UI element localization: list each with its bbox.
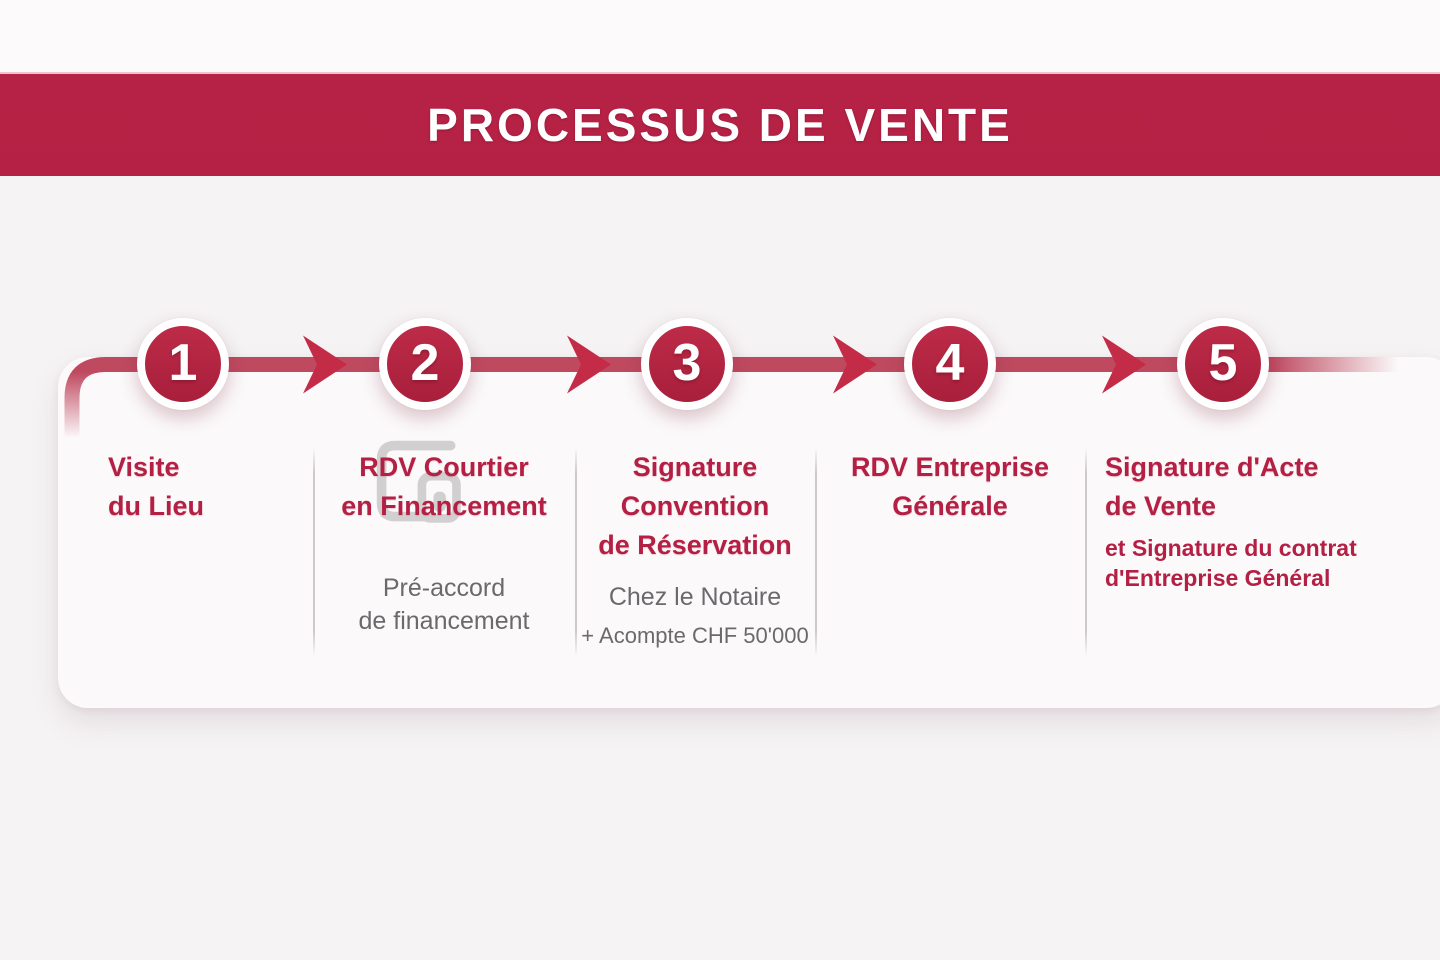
column-separator xyxy=(313,448,315,656)
step-subtitle-line: d'Entreprise Général xyxy=(1105,565,1331,591)
title-banner: PROCESSUS DE VENTE xyxy=(0,72,1440,176)
step-detail-line: de financement xyxy=(358,607,530,635)
column-separator xyxy=(1085,448,1087,656)
step-3-detail: Chez le Notaire xyxy=(575,581,815,614)
top-strip xyxy=(0,0,1440,72)
step-3-note: + Acompte CHF 50'000 xyxy=(575,621,815,651)
step-3-title: Signature Convention de Réservation xyxy=(575,448,815,565)
step-5-title: Signature d'Acte de Vente xyxy=(1105,448,1405,526)
g-monogram-watermark-icon xyxy=(376,440,461,523)
step-number: 2 xyxy=(410,334,440,392)
step-number: 4 xyxy=(935,334,965,392)
step-title-line: RDV Courtier xyxy=(359,452,529,482)
step-title-line: de Réservation xyxy=(598,530,792,560)
step-title-line: en Financement xyxy=(341,491,547,521)
step-number: 1 xyxy=(168,334,198,392)
step-note-line: + Acompte CHF 50'000 xyxy=(581,623,809,648)
step-title-line: Générale xyxy=(892,491,1008,521)
step-title-line: Convention xyxy=(620,491,770,521)
step-detail-line: Chez le Notaire xyxy=(608,583,782,611)
step-circle-5: 5 xyxy=(1177,318,1269,410)
step-number: 3 xyxy=(672,334,702,392)
step-title-line: Signature d'Acte xyxy=(1105,452,1319,482)
step-1-text: Visite du Lieu xyxy=(108,448,308,526)
step-5-subtitle: et Signature du contrat d'Entreprise Gén… xyxy=(1105,533,1405,593)
column-separator xyxy=(815,448,817,656)
step-5-text: Signature d'Acte de Vente et Signature d… xyxy=(1105,448,1405,593)
step-title-line: Signature xyxy=(632,452,758,482)
page-title: PROCESSUS DE VENTE xyxy=(427,99,1013,151)
step-1-title: Visite du Lieu xyxy=(108,448,308,526)
step-circle-2: 2 xyxy=(379,318,471,410)
column-separator xyxy=(575,448,577,656)
step-2-text: RDV Courtier en Financement Pré-accord d… xyxy=(313,448,575,638)
step-circle-1: 1 xyxy=(137,318,229,410)
step-title-line: RDV Entreprise xyxy=(850,452,1050,482)
step-number: 5 xyxy=(1208,334,1238,392)
step-4-text: RDV Entreprise Générale xyxy=(815,448,1085,526)
step-2-detail: Pré-accord de financement xyxy=(313,572,575,638)
step-subtitle-line: et Signature du contrat xyxy=(1105,535,1357,561)
step-4-title: RDV Entreprise Générale xyxy=(815,448,1085,526)
step-circle-3: 3 xyxy=(641,318,733,410)
step-detail-line: Pré-accord xyxy=(382,574,506,602)
steps-card xyxy=(58,357,1440,708)
step-3-text: Signature Convention de Réservation Chez… xyxy=(575,448,815,651)
step-circle-4: 4 xyxy=(904,318,996,410)
step-title-line: de Vente xyxy=(1105,491,1217,521)
step-title-line: Visite xyxy=(108,452,180,482)
step-2-title: RDV Courtier en Financement xyxy=(313,448,575,526)
step-title-line: du Lieu xyxy=(108,491,204,521)
